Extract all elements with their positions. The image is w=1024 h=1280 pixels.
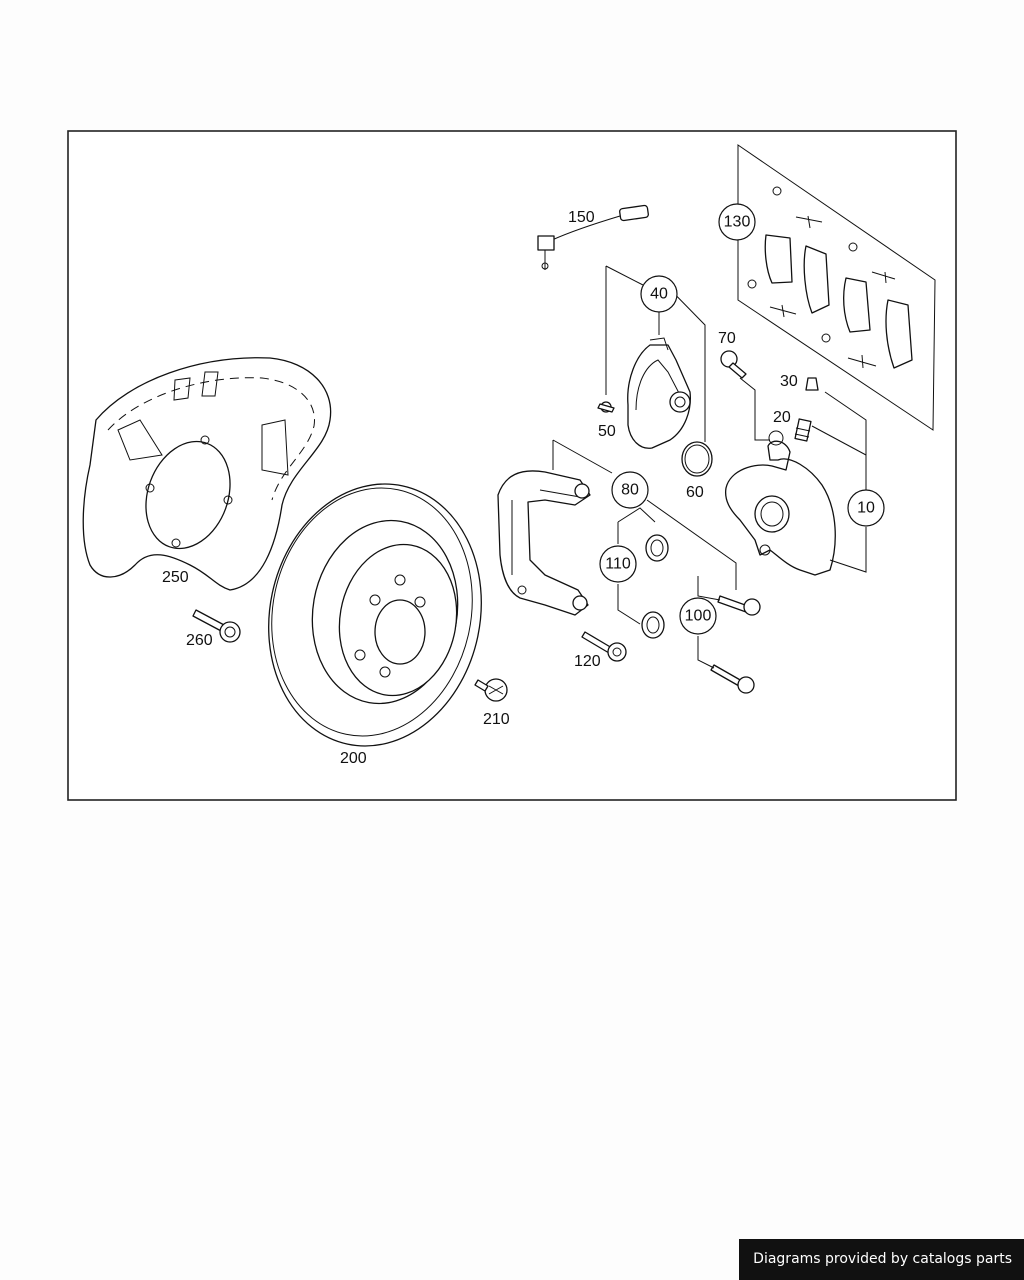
- parking-brake-actuator-part[interactable]: [627, 337, 691, 449]
- bolt-120-part[interactable]: [581, 631, 627, 662]
- svg-text:100: 100: [685, 608, 712, 625]
- label-30: 30: [780, 373, 798, 390]
- shield-bolt-260-part[interactable]: [192, 609, 241, 643]
- callout-40: 40: [640, 275, 678, 313]
- bleeder-screw-20-part[interactable]: [794, 418, 812, 442]
- dust-shield-part[interactable]: [82, 357, 332, 591]
- label-200: 200: [340, 750, 367, 767]
- svg-text:110: 110: [605, 556, 631, 573]
- label-260: 260: [186, 632, 213, 649]
- wear-sensor-part[interactable]: [537, 204, 649, 270]
- guide-sleeve-110-part[interactable]: [641, 534, 669, 639]
- callout-10: 10: [847, 489, 885, 527]
- svg-text:10: 10: [857, 500, 875, 517]
- label-210: 210: [483, 711, 510, 728]
- label-70: 70: [718, 330, 736, 347]
- cap-30-part[interactable]: [805, 377, 819, 391]
- brake-caliper-part[interactable]: [724, 430, 836, 576]
- attribution-banner: Diagrams provided by catalogs parts: [739, 1239, 1024, 1280]
- screw-50-part[interactable]: [597, 401, 615, 413]
- label-50: 50: [598, 423, 616, 440]
- disc-screw-210-part[interactable]: [474, 678, 508, 702]
- label-150: 150: [568, 209, 595, 226]
- brake-pad-kit-part[interactable]: [737, 144, 936, 431]
- label-20: 20: [773, 409, 791, 426]
- svg-text:40: 40: [650, 286, 668, 303]
- bolt-100-part[interactable]: [710, 595, 761, 694]
- callout-100: 100: [679, 597, 717, 635]
- svg-text:80: 80: [621, 482, 639, 499]
- label-120: 120: [574, 653, 601, 670]
- bolt-70-part[interactable]: [720, 350, 747, 379]
- label-250: 250: [162, 569, 189, 586]
- svg-text:130: 130: [724, 214, 751, 231]
- o-ring-60-part[interactable]: [681, 441, 713, 477]
- brake-disc-part[interactable]: [245, 464, 505, 766]
- caliper-carrier-part[interactable]: [497, 470, 591, 616]
- callout-130: 130: [718, 203, 756, 241]
- callout-110: 110: [599, 545, 637, 583]
- callout-80: 80: [611, 471, 649, 509]
- label-60: 60: [686, 484, 704, 501]
